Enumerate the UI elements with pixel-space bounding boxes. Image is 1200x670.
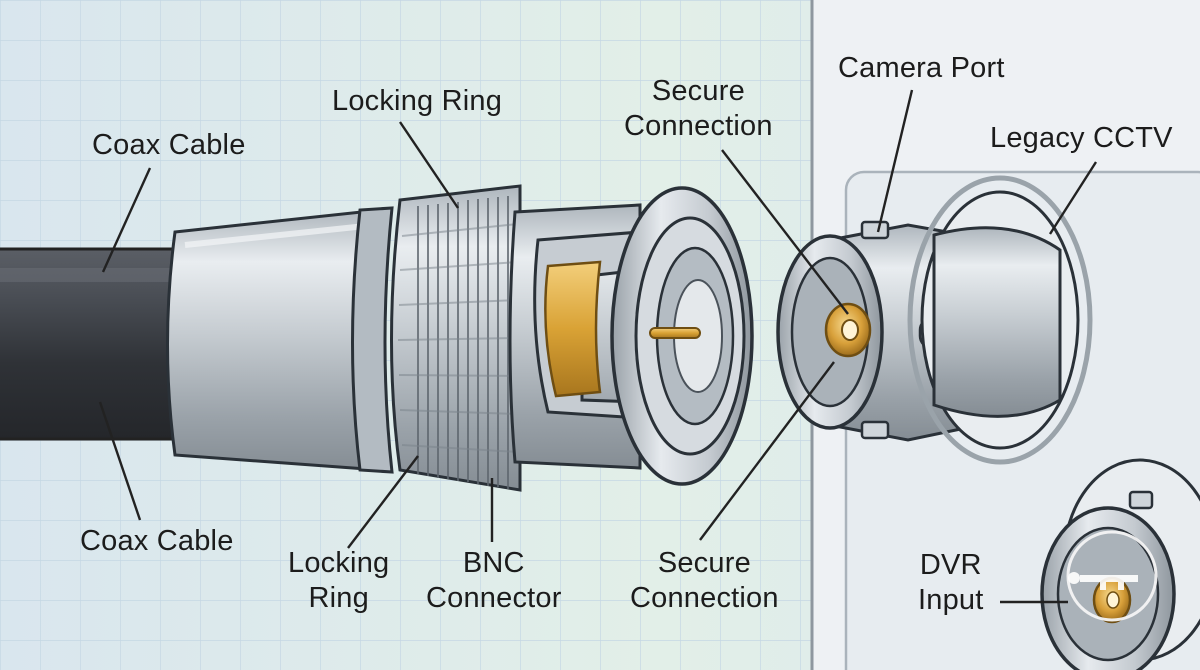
camera-port-jack — [776, 220, 1006, 442]
leader-secure-bottom — [699, 361, 835, 541]
bnc-plug-face — [610, 186, 754, 486]
leader-secure-top — [721, 149, 849, 315]
label-secure-connection-top: Secure Connection — [624, 75, 773, 142]
leader-locking-ring-bottom — [347, 455, 419, 549]
label-coax-cable-bottom: Coax Cable — [80, 525, 234, 557]
label-bnc-connector: BNC Connector — [426, 547, 562, 614]
label-camera-port: Camera Port — [838, 52, 1005, 84]
label-dvr-input: DVR Input — [918, 549, 984, 616]
locking-ring — [351, 184, 522, 492]
leader-camera-port — [876, 89, 914, 233]
legacy-cctv-flange — [907, 175, 1093, 465]
leader-locking-ring-top — [399, 121, 459, 209]
leader-coax-bottom — [98, 401, 142, 521]
leader-lines — [98, 89, 1098, 604]
label-coax-cable-top: Coax Cable — [92, 129, 246, 161]
leader-coax-top — [101, 167, 152, 273]
coax-cable — [0, 247, 200, 441]
label-locking-ring-bottom: Locking Ring — [288, 547, 390, 614]
label-secure-connection-bottom: Secure Connection — [630, 547, 779, 614]
key-icon — [1066, 530, 1158, 622]
strain-relief — [166, 208, 382, 472]
dvr-input-jack — [1040, 458, 1200, 670]
label-locking-ring-top: Locking Ring — [332, 85, 503, 117]
leader-legacy-cctv — [1048, 161, 1098, 235]
bnc-sleeve — [508, 203, 642, 470]
label-legacy-cctv: Legacy CCTV — [990, 122, 1173, 154]
